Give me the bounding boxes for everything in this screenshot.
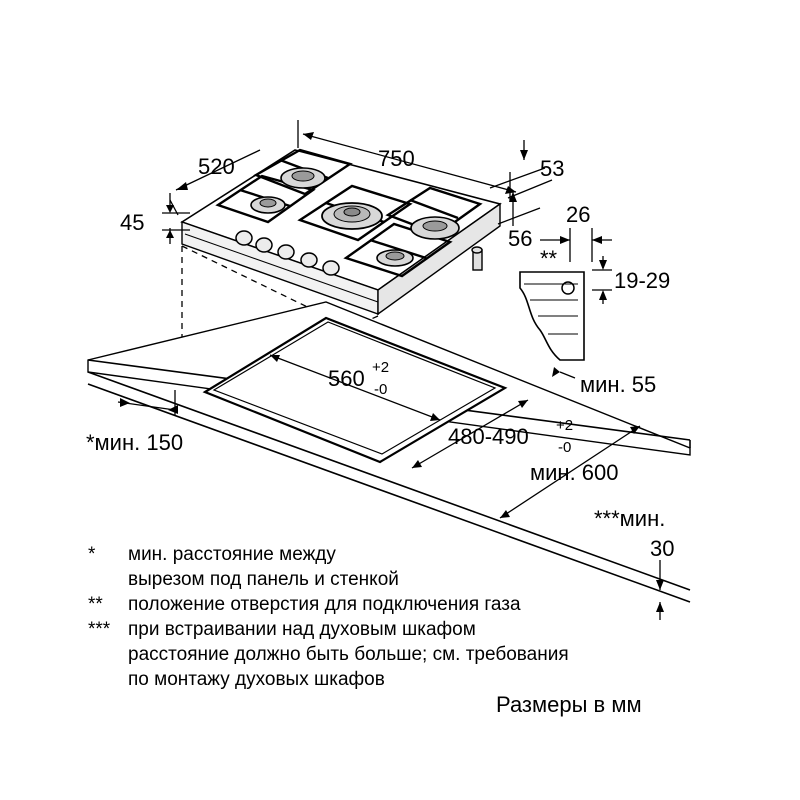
note-1-line-2: вырезом под панель и стенкой	[128, 569, 399, 590]
dim-min-600: мин. 600	[530, 460, 619, 485]
note-marker-3: ***	[88, 619, 111, 640]
note-marker-1: *	[88, 544, 96, 565]
dim-26: 26	[566, 202, 590, 227]
dim-750: 750	[378, 146, 415, 171]
gas-connector	[471, 246, 483, 271]
dim-520: 520	[198, 154, 235, 179]
dim-cutout-width-tol-plus: +2	[372, 359, 389, 376]
dim-45: 45	[120, 210, 144, 235]
dim-56: 56	[508, 226, 532, 251]
dim-53: 53	[540, 156, 564, 181]
cooktop-side-face	[377, 202, 501, 316]
dim-cutout-width: 560	[328, 366, 365, 391]
note-marker-2: **	[88, 594, 103, 615]
gas-inlet-hole	[561, 281, 575, 295]
dim-min-55: мин. 55	[580, 372, 656, 397]
dim-cutout-depth-tol-minus: -0	[558, 439, 571, 456]
dim-min-150: *мин. 150	[86, 430, 183, 455]
cooktop	[180, 148, 502, 316]
control-knobs	[235, 230, 340, 276]
arrowheads	[166, 132, 607, 300]
footnotes: * мин. расстояние между вырезом под пане…	[88, 544, 569, 690]
dim-19-29: 19-29	[614, 268, 670, 293]
gas-connection-detail	[519, 271, 585, 361]
note-2-line-1: положение отверстия для подключения газа	[128, 594, 521, 615]
worktop	[87, 301, 691, 603]
note-3-line-1: при встраивании над духовым шкафом	[128, 619, 476, 640]
dim-cutout-width-tol-minus: -0	[374, 381, 387, 398]
note-3-line-3: по монтажу духовых шкафов	[128, 669, 385, 690]
units-caption: Размеры в мм	[496, 692, 642, 717]
dim-cutout-depth-tol-plus: +2	[556, 417, 573, 434]
dim-min-30-value: 30	[650, 536, 674, 561]
cutout-arrowheads	[120, 355, 664, 612]
note-1-line-1: мин. расстояние между	[128, 544, 336, 565]
dimension-labels: 750 520 45 53 56 26 ** 19-29 мин. 55 560…	[86, 146, 674, 561]
dim-cutout-depth: 480-490	[448, 424, 529, 449]
dim-min-30-label: ***мин.	[594, 506, 665, 531]
burners	[250, 167, 460, 267]
note-3-line-2: расстояние должно быть больше; см. требо…	[128, 644, 569, 665]
dim-gas-marker: **	[540, 246, 558, 271]
